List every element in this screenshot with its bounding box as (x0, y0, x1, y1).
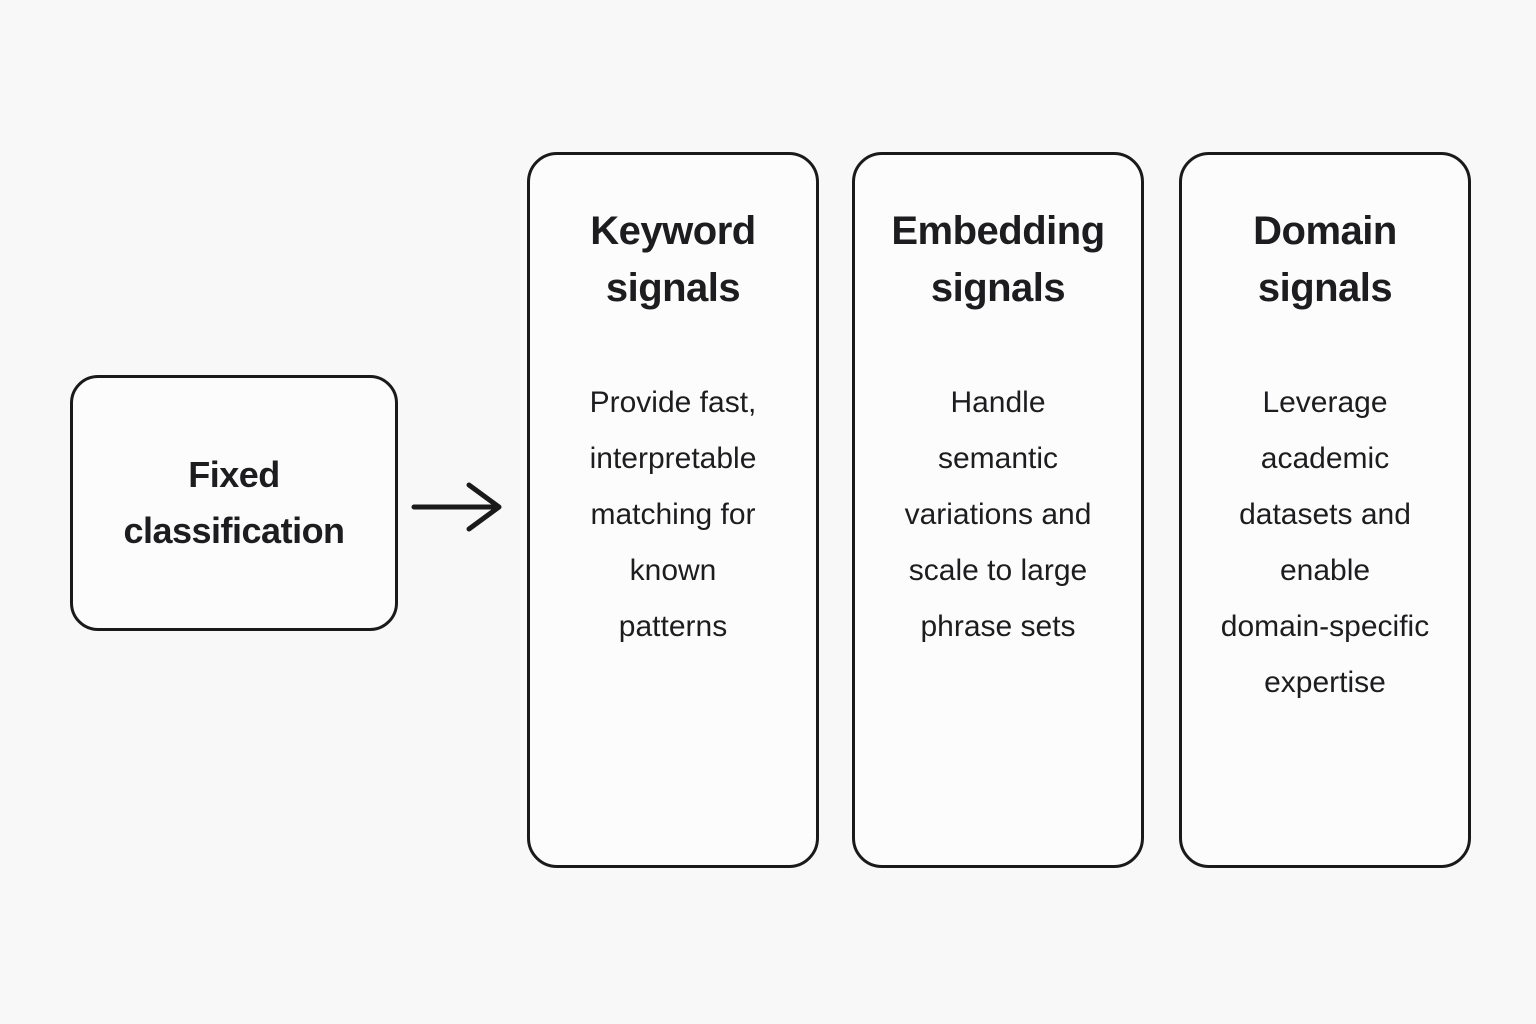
arrow-right-icon (411, 482, 502, 532)
card-embedding-signals: Embedding signals Handle semantic variat… (852, 152, 1144, 868)
fixed-classification-label: Fixed classification (123, 454, 345, 551)
card-keyword-signals-title: Keyword signals (590, 209, 756, 310)
fixed-classification-box: Fixed classification (70, 375, 398, 631)
card-embedding-signals-title: Embedding signals (891, 209, 1105, 310)
card-embedding-signals-description: Handle semantic variations and scale to … (904, 386, 1092, 643)
card-keyword-signals-description: Provide fast, interpretable matching for… (589, 386, 757, 643)
card-keyword-signals: Keyword signals Provide fast, interpreta… (527, 152, 819, 868)
card-domain-signals-title: Domain signals (1253, 209, 1397, 310)
card-domain-signals: Domain signals Leverage academic dataset… (1179, 152, 1471, 868)
card-domain-signals-description: Leverage academic datasets and enable do… (1220, 386, 1430, 699)
